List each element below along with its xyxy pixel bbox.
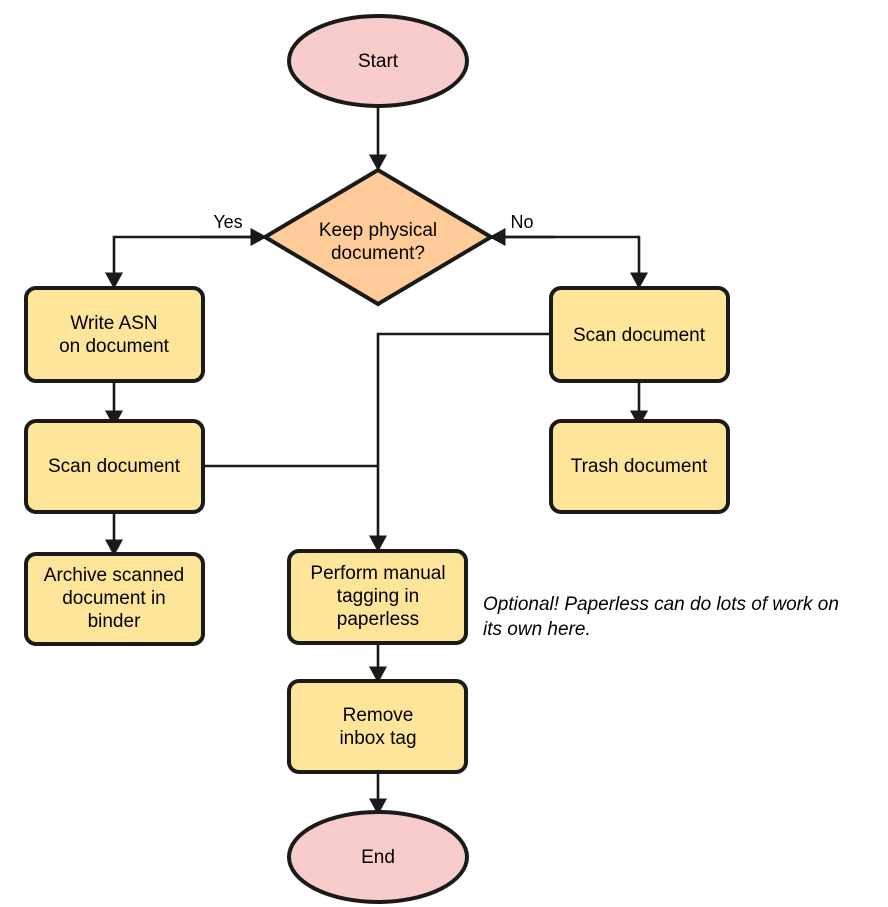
write-asn-box[interactable] bbox=[24, 286, 205, 383]
scan-document-left-label: Scan document bbox=[48, 456, 181, 477]
remove-inbox-label-line2: inbox tag bbox=[339, 728, 416, 749]
edge-decision-to-write-asn bbox=[104, 235, 265, 290]
scan-document-right-label: Scan document bbox=[573, 325, 706, 346]
decision-label-line2: document? bbox=[331, 243, 425, 264]
scan-document-right-box[interactable] bbox=[549, 286, 730, 383]
node-trash-document[interactable]: Trash document bbox=[549, 419, 730, 514]
edge-label-yes: Yes bbox=[213, 212, 242, 232]
manual-tagging-label-line2: tagging in bbox=[337, 586, 419, 607]
archive-label-line3: binder bbox=[88, 611, 141, 632]
node-end[interactable]: End bbox=[287, 810, 469, 904]
node-remove-inbox-tag[interactable]: Remove inbox tag bbox=[287, 679, 468, 774]
start-ellipse[interactable] bbox=[287, 14, 469, 108]
remove-inbox-tag-box[interactable] bbox=[287, 679, 468, 774]
scan-document-left-box[interactable] bbox=[24, 419, 205, 514]
node-archive-scanned-document[interactable]: Archive scanned document in binder bbox=[24, 552, 205, 646]
write-asn-label-line1: Write ASN bbox=[70, 313, 157, 334]
decision-label-line1: Keep physical bbox=[319, 220, 437, 241]
node-scan-document-left[interactable]: Scan document bbox=[24, 419, 205, 514]
edge-scan-right-to-tagging bbox=[368, 332, 552, 553]
node-start[interactable]: Start bbox=[287, 14, 469, 108]
node-keep-physical-document[interactable]: Keep physical document? bbox=[261, 167, 495, 307]
manual-tagging-label-line3: paperless bbox=[337, 609, 419, 630]
decision-diamond[interactable] bbox=[261, 167, 495, 307]
archive-document-box[interactable] bbox=[24, 552, 205, 646]
edge-label-no: No bbox=[510, 212, 533, 232]
start-label: Start bbox=[358, 51, 399, 72]
write-asn-label-line2: on document bbox=[59, 336, 170, 357]
annotation-line2: its own here. bbox=[483, 619, 591, 640]
trash-document-label: Trash document bbox=[571, 456, 708, 477]
node-write-asn-on-document[interactable]: Write ASN on document bbox=[24, 286, 205, 383]
remove-inbox-label-line1: Remove bbox=[343, 705, 414, 726]
end-label: End bbox=[361, 847, 395, 868]
annotation-line1: Optional! Paperless can do lots of work … bbox=[483, 594, 839, 615]
manual-tagging-label-line1: Perform manual bbox=[310, 563, 445, 584]
annotation-optional-note: Optional! Paperless can do lots of work … bbox=[483, 594, 839, 640]
edge-decision-to-scan-right bbox=[491, 235, 649, 290]
end-ellipse[interactable] bbox=[287, 810, 469, 904]
archive-label-line1: Archive scanned bbox=[44, 565, 184, 586]
trash-document-box[interactable] bbox=[549, 419, 730, 514]
node-perform-manual-tagging[interactable]: Perform manual tagging in paperless bbox=[287, 549, 468, 645]
manual-tagging-box[interactable] bbox=[287, 549, 468, 645]
node-scan-document-right[interactable]: Scan document bbox=[549, 286, 730, 383]
archive-label-line2: document in bbox=[62, 588, 166, 609]
connector-layer bbox=[104, 103, 649, 816]
